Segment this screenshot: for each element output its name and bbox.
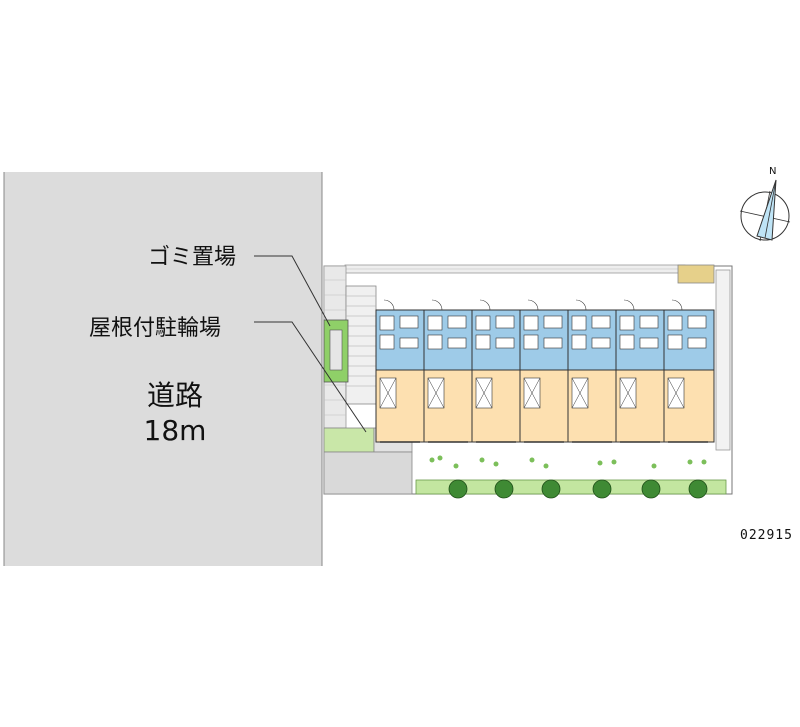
shrub-row: [429, 455, 707, 469]
lawn-area: [323, 427, 375, 453]
storage-block: [677, 264, 715, 284]
garbage-leader-line: [254, 255, 331, 327]
unit-7: [663, 299, 715, 443]
road-width-label: 18m: [143, 414, 207, 447]
apartment-units: [375, 299, 715, 443]
bike-parking-label: 屋根付駐輪場: [89, 316, 222, 341]
driveway: [323, 451, 413, 495]
bike-shed: [345, 285, 377, 405]
unit-2: [423, 299, 473, 443]
garbage-area-label: ゴミ置場: [148, 245, 237, 270]
road-area: [4, 172, 322, 566]
east-boundary-strip: [715, 269, 731, 451]
bike-leader-line: [254, 321, 367, 433]
north-arrow-icon: [739, 179, 791, 242]
unit-1: [375, 299, 425, 443]
unit-6: [615, 299, 665, 443]
road-label: 道路: [146, 379, 203, 412]
unit-5: [567, 299, 617, 443]
unit-4: [519, 299, 569, 443]
property-code: 022915: [740, 528, 793, 543]
tree-row: [448, 479, 708, 499]
north-label: N: [769, 166, 777, 177]
unit-3: [471, 299, 521, 443]
